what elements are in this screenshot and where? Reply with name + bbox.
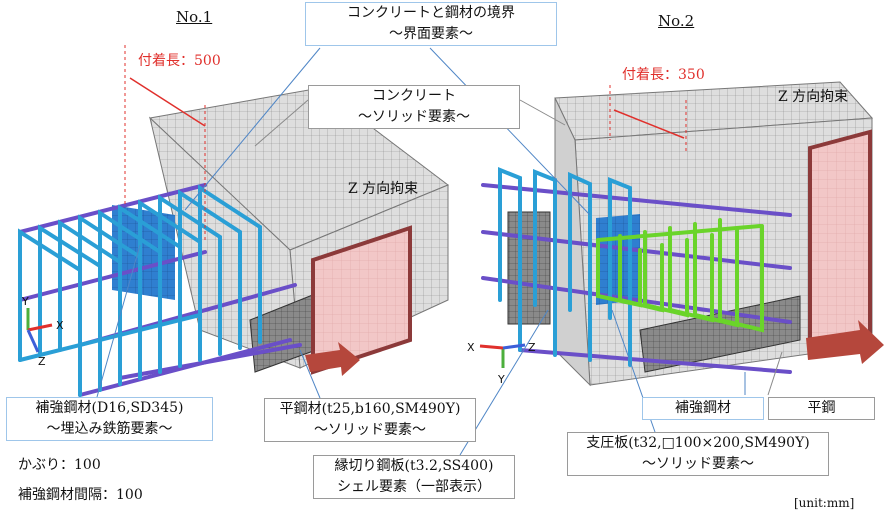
constraint-label-no2: Z 方向拘束 [778,89,849,105]
callout-flat-no2: 平鋼 [768,397,875,420]
callout-interface-line1: コンクリートと鋼材の境界 [347,5,515,21]
bond-length-no1: 付着長：500 [138,53,221,69]
rebar-cage-2 [481,167,792,374]
callout-concrete-line2: ～ソリッド要素～ [358,109,470,125]
axis2-y: Y [498,373,505,386]
callout-flat-steel: 平鋼材(t25,b160,SM490Y) ～ソリッド要素～ [264,398,476,442]
callout-rebar: 補強鋼材(D16,SD345) ～埋込み鉄筋要素～ [6,397,213,441]
bond-dim-arrow-1 [129,77,206,127]
model-no1 [18,45,449,397]
note-spacing: 補強鋼材間隔：100 [18,487,143,503]
constraint-arrow-1 [305,342,360,376]
bond-dim-arrow-2 [613,109,685,139]
axis2-x: X [467,341,475,354]
edge-plate-2 [507,211,551,325]
title-no2: No.2 [658,12,695,30]
title-no1: No.1 [176,8,213,26]
callout-rebar-no2: 補強鋼材 [642,397,764,420]
callout-flat-steel-line2: ～ソリッド要素～ [314,422,426,438]
bond-length-no2: 付着長：350 [622,67,705,83]
constraint-arrow-2 [806,320,884,364]
note-cover: かぶり：100 [18,457,101,473]
gray-leaders [254,99,783,396]
callout-concrete: コンクリート ～ソリッド要素～ [308,85,520,129]
unit-note: [unit:mm] [794,496,855,510]
callout-bearing-plate-line1: 支圧板(t32,□100×200,SM490Y) [586,435,810,451]
axis2-z: Z [528,341,536,354]
axis1-y: Y [22,295,29,308]
axis-triad-1 [26,308,53,353]
axis1-z: Z [38,355,46,368]
model-no2 [481,81,884,387]
callout-bearing-plate: 支圧板(t32,□100×200,SM490Y) ～ソリッド要素～ [567,432,829,476]
axis1-x: X [56,319,64,332]
callout-edge-plate-line2: シェル要素（一部表示） [337,479,491,495]
bearing-plate-2 [808,129,872,358]
callout-rebar-line2: ～埋込み鉄筋要素～ [46,421,173,437]
callout-concrete-line1: コンクリート [372,88,456,104]
callout-rebar-line1: 補強鋼材(D16,SD345) [35,400,184,416]
callout-interface: コンクリートと鋼材の境界 ～界面要素～ [305,2,557,46]
constraint-label-no1: Z 方向拘束 [348,181,419,197]
callout-flat-steel-line1: 平鋼材(t25,b160,SM490Y) [279,401,461,417]
callout-interface-line2: ～界面要素～ [389,26,473,42]
bearing-plate-1 [311,225,412,375]
axis-triad-2 [479,343,526,368]
rebar-cage-1 [18,183,302,397]
callout-edge-plate-line1: 縁切り鋼板(t3.2,SS400) [334,458,494,474]
callout-edge-plate: 縁切り鋼板(t3.2,SS400) シェル要素（一部表示） [313,455,515,499]
callout-bearing-plate-line2: ～ソリッド要素～ [642,456,754,472]
